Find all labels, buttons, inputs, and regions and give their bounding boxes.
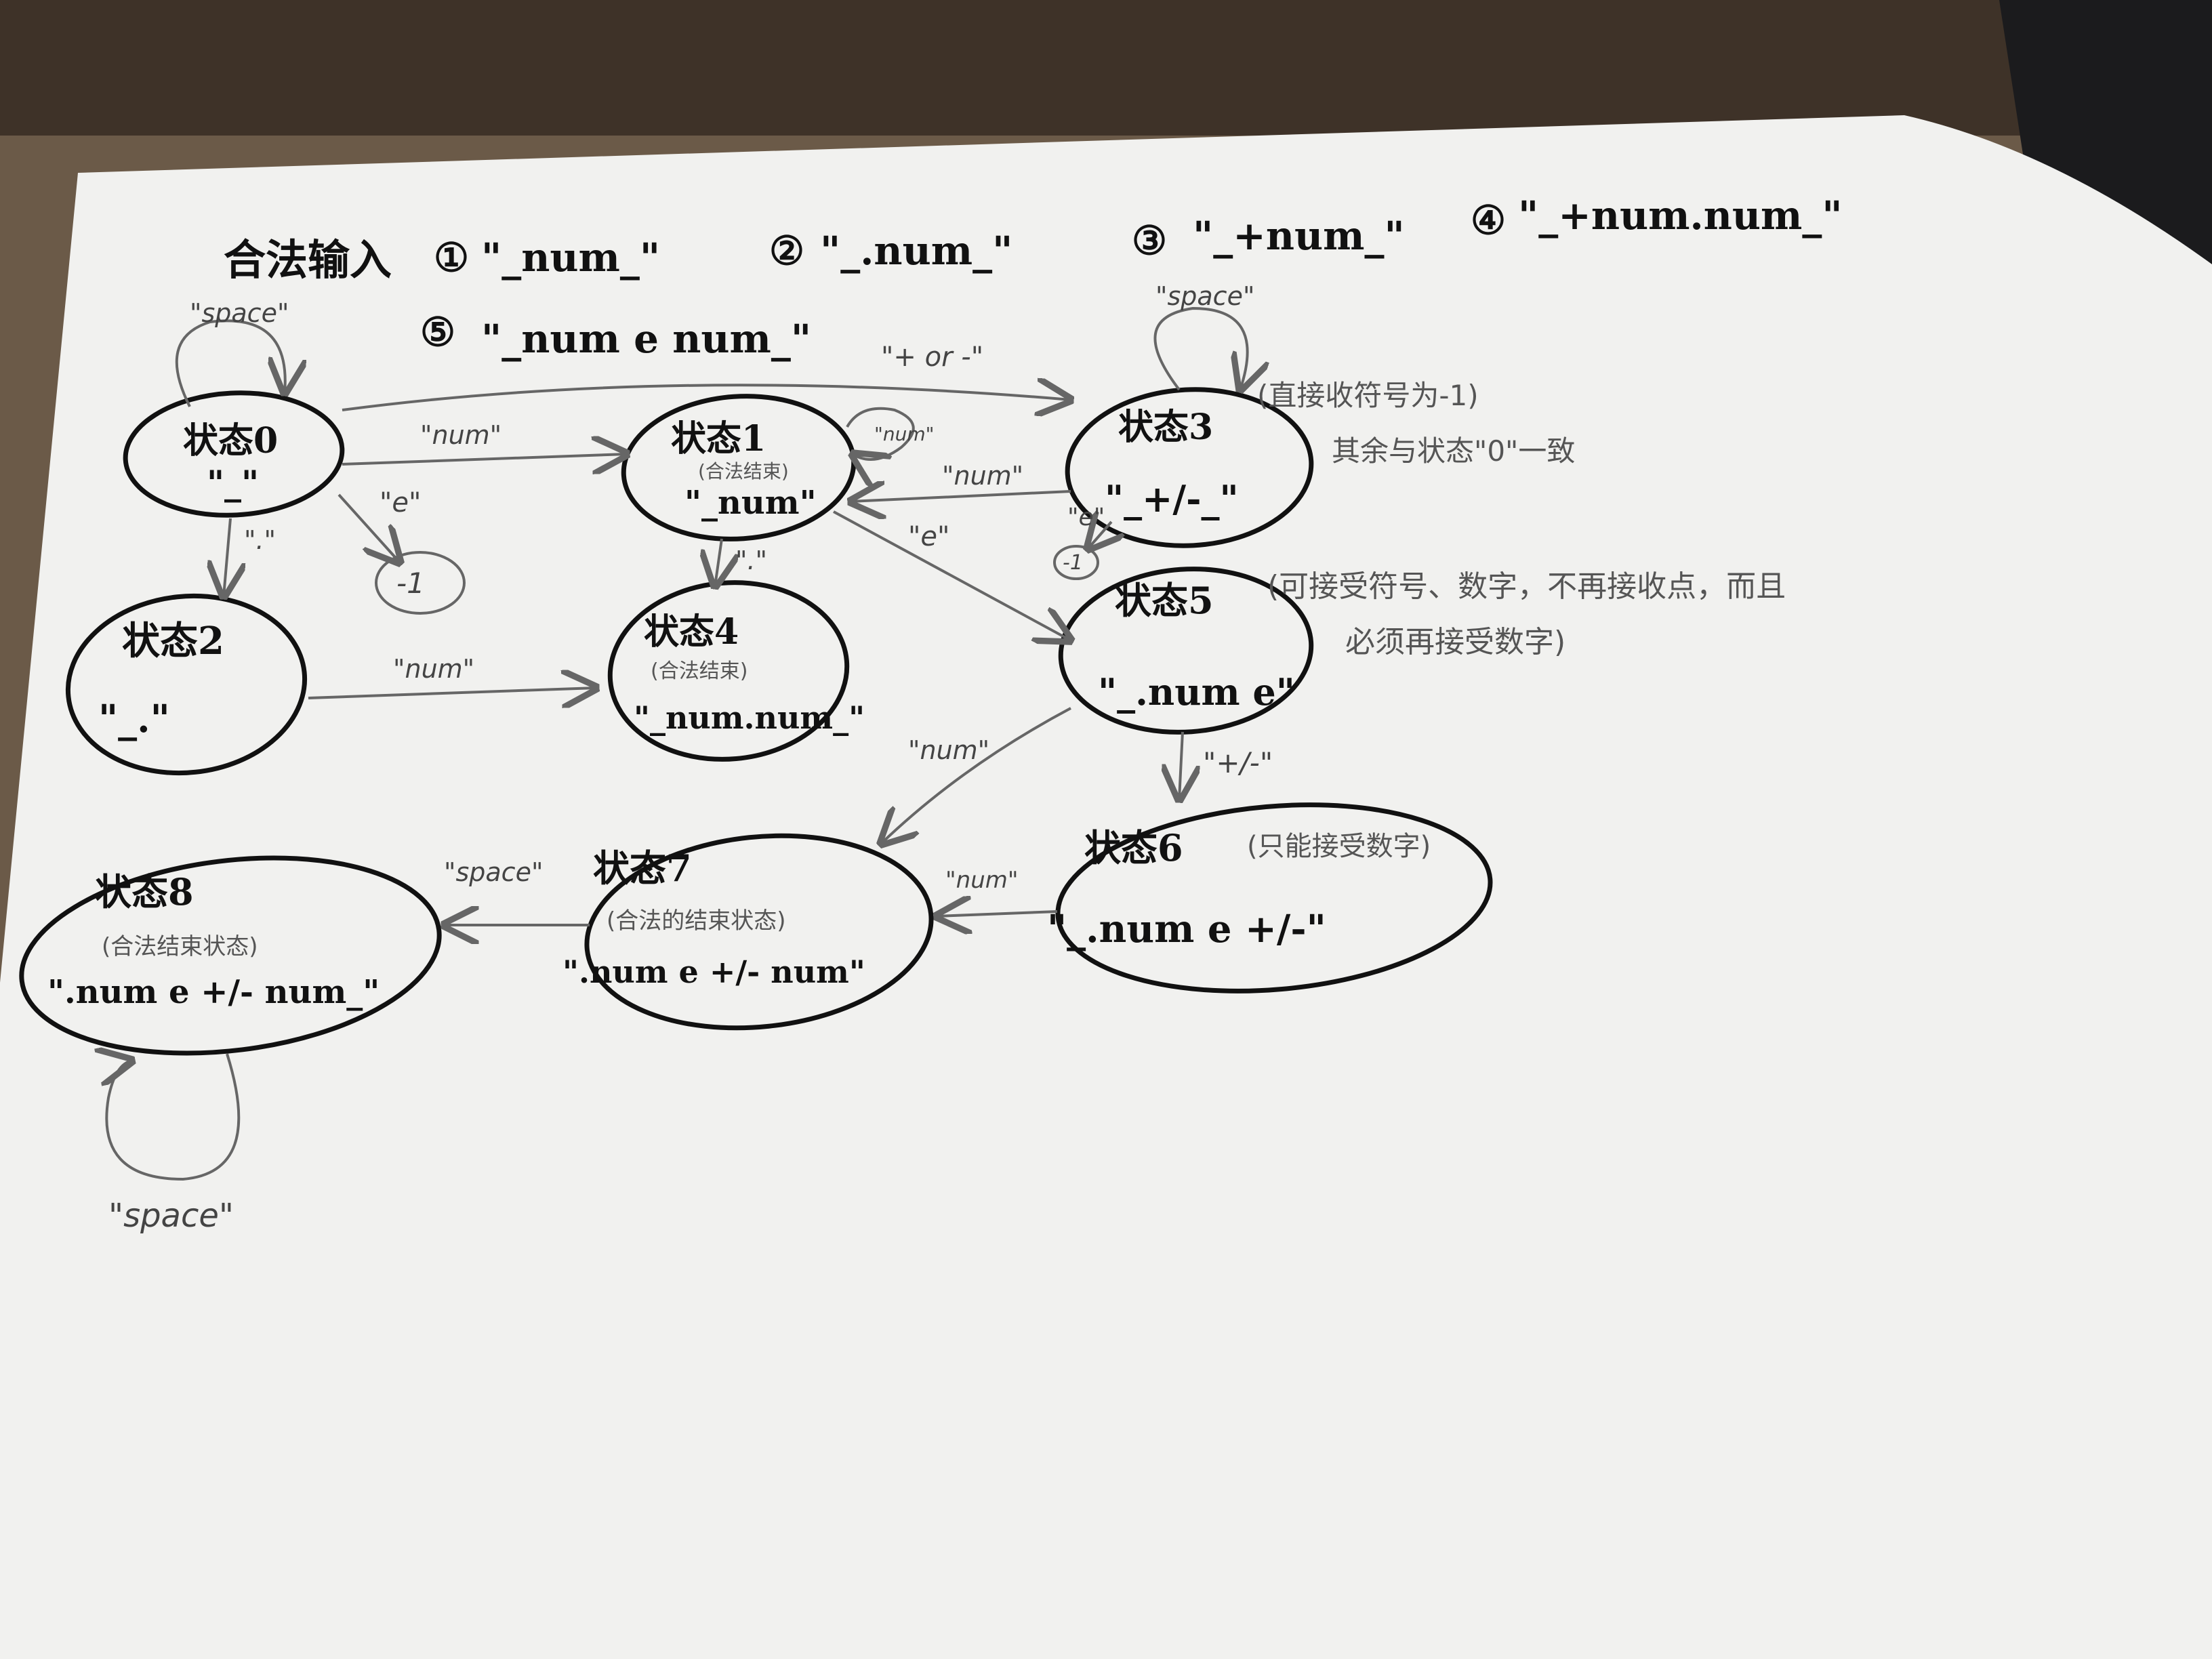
state-1-title: 状态1: [671, 418, 766, 459]
state-3-outline: [1065, 387, 1314, 548]
edge-s6-to-s7: [937, 912, 1058, 916]
edge-s3-to-reject: [1088, 522, 1111, 549]
state-1-content: "_num": [684, 484, 817, 522]
edge-s0-to-s1: [342, 454, 627, 464]
input-4-marker: ④: [1471, 197, 1506, 243]
state-0-outline: [123, 390, 345, 518]
state-6-note: (只能接受数字): [1247, 831, 1431, 862]
input-2-text: "_.num_": [820, 228, 1012, 274]
input-3-text: "_+num_": [1193, 213, 1405, 259]
edge-s7-s8-label: "space": [444, 857, 543, 887]
legal-inputs-header: 合法输入 ① "_num_" ② "_.num_" ③ "_+num_" ④ "…: [224, 192, 1843, 362]
edge-s6-s7-label: "num": [945, 867, 1019, 894]
edge-s5-to-s6: [1179, 731, 1183, 800]
edge-s5-s7-label: "num": [908, 735, 989, 765]
edge-s8-self-loop: [106, 1054, 241, 1181]
edge-s1-self-loop: [847, 407, 915, 459]
input-3-marker: ③: [1132, 218, 1167, 264]
input-5-text: "_num e num_": [481, 316, 811, 362]
state-7-note: (合法的结束状态): [607, 907, 786, 935]
side-notes: (直接收符号为-1) 其余与状态"0"一致 (可接受符号、数字，不再接收点，而且…: [1257, 379, 1786, 659]
state-4: 状态4 (合法结束) "_num.num_": [607, 580, 865, 762]
input-1-text: "_num_": [481, 234, 660, 281]
input-4-text: "_+num.num_": [1518, 192, 1843, 239]
edge-s5-to-s7: [881, 707, 1071, 844]
edge-s0-to-s2: [224, 518, 230, 596]
state-4-title: 状态4: [644, 611, 739, 653]
edge-s0-to-reject: [337, 493, 400, 562]
edge-s1-s4-label: ".": [735, 546, 767, 575]
state-2-content: "_.": [98, 697, 170, 741]
input-5-marker: ⑤: [420, 309, 455, 355]
state-1-note: (合法结束): [698, 460, 789, 483]
transitions: "space" "+ or -" "num" "e" -1 "." "num" …: [106, 281, 1273, 1235]
edge-s3-reject-label: "e": [1067, 504, 1105, 531]
state-8-outline: [19, 855, 442, 1056]
paper-sheet: [0, 115, 2212, 1659]
reject-marker-2: [1053, 545, 1099, 580]
edge-s3-s1-label: "num": [942, 461, 1023, 491]
edge-s1-s5-label: "e": [908, 521, 949, 552]
state-4-content: "_num.num_": [634, 699, 865, 736]
state-5-note-line-1: (可接受符号、数字，不再接收点，而且: [1267, 569, 1786, 604]
edge-s1-self-label: "num": [874, 423, 935, 445]
state-5: 状态5 "_.num e": [1058, 567, 1314, 735]
state-6: 状态6 (只能接受数字) "_.num e +/-": [1047, 802, 1493, 994]
edge-s1-to-s5: [833, 510, 1071, 640]
state-5-note-line-2: 必须再接受数字): [1345, 625, 1565, 659]
input-1-marker: ①: [434, 234, 469, 281]
edge-s2-s4-label: "num": [393, 654, 474, 684]
edge-s0-s1-label: "num": [420, 420, 501, 450]
state-3-content: "_+/-_": [1105, 477, 1239, 520]
edge-s0-self-label: "space": [190, 298, 289, 328]
state-5-outline: [1058, 567, 1314, 735]
edge-s0-to-s3: [342, 385, 1071, 410]
state-6-title: 状态6: [1084, 826, 1183, 869]
state-2-outline: [65, 593, 308, 776]
state-0: 状态0 "_": [123, 390, 345, 518]
edge-s8-self-label: "space": [108, 1197, 234, 1235]
reject-marker-2-text: -1: [1063, 551, 1083, 575]
state-8-note: (合法结束状态): [102, 933, 258, 960]
reject-marker-1-text: -1: [396, 567, 425, 600]
state-8-content: ".num e +/- num_": [47, 973, 380, 1011]
edge-s5-s6-label: "+/-": [1203, 746, 1273, 779]
edge-s0-reject-label: "e": [380, 487, 421, 518]
state-3-title-label: 状态3: [1118, 407, 1213, 448]
edge-s1-to-s4: [715, 538, 722, 586]
state-6-outline: [1055, 802, 1493, 994]
state-8-title: 状态8: [95, 870, 194, 914]
edge-s0-s2-label: ".": [244, 525, 276, 555]
edge-s0-self-loop: [175, 319, 285, 407]
state-5-title: 状态5: [1115, 579, 1214, 622]
state-6-content: "_.num e +/-": [1047, 907, 1326, 951]
state-0-content: "_": [207, 463, 259, 503]
desk-top-strip: [0, 0, 2212, 136]
state-3-note-line-2: 其余与状态"0"一致: [1332, 434, 1575, 468]
state-7: 状态7 (合法的结束状态) ".num e +/- num": [562, 833, 934, 1031]
edge-s3-self-loop: [1153, 306, 1247, 390]
input-2-marker: ②: [769, 228, 804, 274]
state-3-note-line-1: (直接收符号为-1): [1257, 379, 1479, 412]
state-3: 状态2 状态3 "_+/-_": [1065, 387, 1314, 548]
state-2-title: 状态2: [122, 619, 224, 663]
state-2: 状态2 "_.": [65, 593, 308, 776]
state-0-title: 状态0: [183, 420, 278, 462]
edge-s2-to-s4: [308, 688, 596, 698]
legal-input-prefix: 合法输入: [224, 235, 392, 285]
edge-s3-to-s1: [851, 491, 1071, 501]
reject-marker-1: [375, 551, 466, 615]
state-4-note: (合法结束): [651, 659, 747, 683]
edge-s0-s3-label: "+ or -": [881, 342, 983, 373]
state-5-content: "_.num e": [1098, 670, 1295, 714]
state-7-content: ".num e +/- num": [562, 954, 865, 990]
state-7-title: 状态7: [593, 846, 692, 890]
state-8: 状态8 (合法结束状态) ".num e +/- num_": [19, 855, 442, 1056]
state-7-outline: [584, 833, 934, 1031]
edge-s3-self-label: "space": [1155, 281, 1254, 311]
